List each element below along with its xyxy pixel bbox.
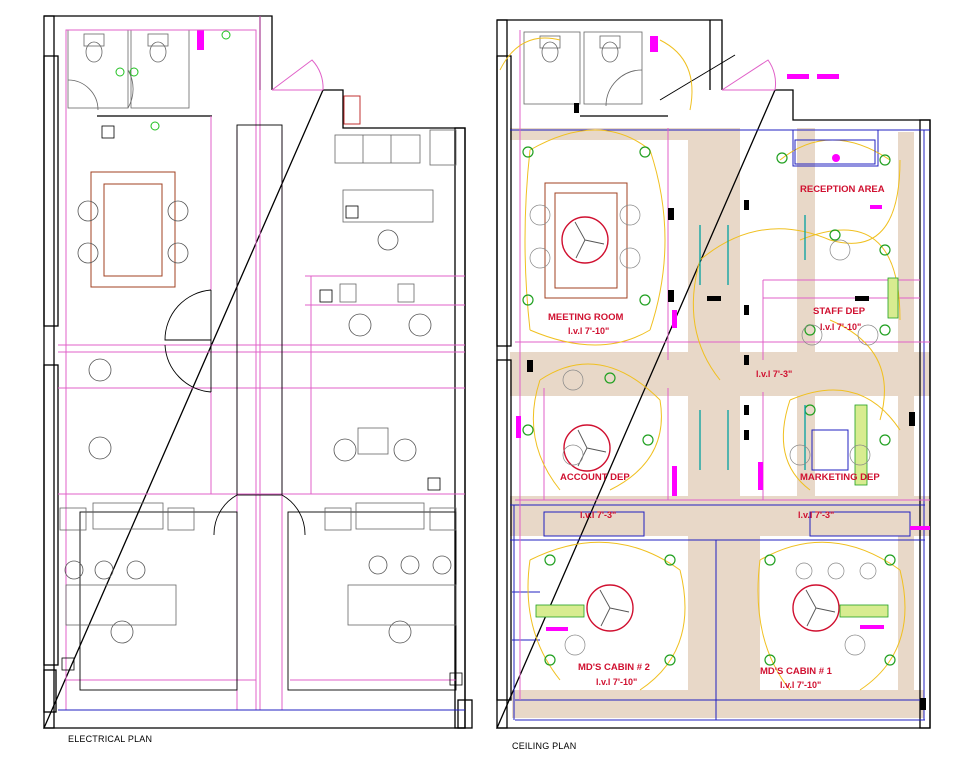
electrical-entrance-door	[271, 59, 324, 91]
label-mds-cabin-1: MD'S CABIN # 1	[760, 666, 833, 677]
ceiling-beams	[510, 128, 930, 718]
ceiling-light-points	[522, 146, 896, 666]
level-meeting-room: l.v.l 7'-10"	[568, 326, 609, 336]
electrical-chairs	[64, 200, 452, 644]
electrical-furniture	[59, 129, 463, 686]
label-marketing-dep: MARKETING DEP	[800, 472, 880, 483]
electrical-corridor-walls	[79, 124, 457, 691]
ceiling-plan-title: CEILING PLAN	[512, 741, 577, 751]
ceiling-dimension-line	[659, 54, 736, 101]
ceiling-fan-blades	[574, 221, 836, 627]
ceiling-wiring	[499, 37, 906, 691]
level-corridor-3: l.v.l 7'-3"	[798, 510, 834, 520]
ceiling-black-markers	[527, 103, 926, 710]
ceiling-plan	[496, 19, 931, 729]
label-staff-dep: STAFF DEP	[813, 306, 866, 317]
electrical-plan-title: ELECTRICAL PLAN	[68, 734, 153, 744]
ceiling-entrance-door	[721, 59, 776, 91]
label-reception-area: RECEPTION AREA	[800, 184, 885, 195]
electrical-column	[343, 95, 361, 125]
ceiling-fans	[561, 216, 840, 632]
level-corridor-2: l.v.l 7'-3"	[580, 510, 616, 520]
ceiling-teal-lights	[699, 215, 806, 470]
level-mds-cabin-2: l.v.l 7'-10"	[596, 677, 637, 687]
label-account-dep: ACCOUNT DEP	[560, 472, 630, 483]
level-staff-dep: l.v.l 7'-10"	[820, 322, 861, 332]
label-meeting-room: MEETING ROOM	[548, 312, 624, 323]
level-mds-cabin-1: l.v.l 7'-10"	[780, 680, 821, 690]
electrical-toilets	[67, 29, 212, 139]
electrical-plan	[43, 15, 473, 729]
ceiling-chairs	[529, 204, 879, 656]
electrical-green-fixtures	[115, 30, 231, 131]
level-corridor-1: l.v.l 7'-3"	[756, 369, 792, 379]
room-labels: RECEPTION AREA MEETING ROOM l.v.l 7'-10"…	[548, 184, 885, 690]
electrical-outer-walls	[43, 15, 473, 729]
label-mds-cabin-2: MD'S CABIN # 2	[578, 662, 650, 673]
ceiling-meeting-table	[544, 182, 628, 299]
ceiling-outer-walls	[496, 19, 931, 729]
electrical-meeting-table	[90, 171, 176, 288]
ceiling-magenta-marks	[516, 36, 930, 631]
ceiling-reception-sofa	[794, 139, 876, 165]
ceiling-toilets	[523, 31, 668, 117]
electrical-db-mark	[197, 30, 204, 50]
ceiling-blue-grid	[510, 129, 930, 721]
electrical-partitions	[58, 16, 465, 711]
